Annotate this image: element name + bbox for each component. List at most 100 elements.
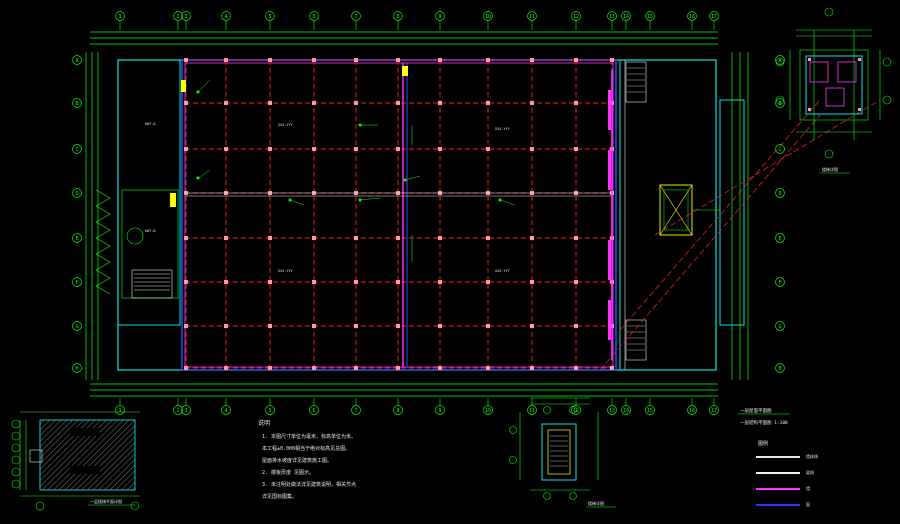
bottom-center-detail-title: 楼梯详图 bbox=[588, 500, 604, 506]
column-marker bbox=[312, 324, 316, 328]
column-axis-label: 13 bbox=[609, 14, 615, 20]
column-axis-label: 7 bbox=[354, 408, 357, 414]
row-axis-label: C bbox=[778, 147, 781, 153]
column-marker bbox=[224, 324, 228, 328]
column-marker bbox=[574, 101, 578, 105]
column-axis-label: 15 bbox=[647, 408, 653, 414]
row-axis-label: A bbox=[778, 58, 781, 64]
column-axis-bubble: 15 bbox=[645, 398, 655, 415]
column-marker bbox=[224, 280, 228, 284]
column-marker bbox=[574, 366, 578, 370]
column-axis-label: 14 bbox=[623, 14, 629, 20]
column-axis-label: 8 bbox=[396, 14, 399, 20]
legend-swatch bbox=[756, 456, 800, 458]
row-axis-label: G bbox=[75, 324, 78, 330]
column-marker bbox=[312, 236, 316, 240]
legend-item: 墙体线 bbox=[756, 449, 852, 465]
left-ramp bbox=[95, 189, 111, 295]
notes-title: 说明 bbox=[258, 420, 271, 427]
leader-lines bbox=[197, 79, 720, 262]
column-axis-label: 17 bbox=[711, 14, 717, 20]
column-axis-label: 11 bbox=[529, 14, 535, 20]
row-axis-bubble: D bbox=[775, 188, 785, 198]
column-marker bbox=[396, 58, 400, 62]
column-axis-bubble: 13 bbox=[607, 11, 617, 30]
row-axis-bubble: B bbox=[72, 98, 82, 108]
row-axis-bubble: E bbox=[775, 233, 785, 243]
note-line: 本工程±0.000相当于绝对标高见总图。 bbox=[262, 446, 351, 452]
column-marker bbox=[268, 101, 272, 105]
column-marker bbox=[268, 324, 272, 328]
section-lines bbox=[599, 99, 881, 371]
row-axis-bubble: F bbox=[72, 277, 82, 287]
column-axis-bubble: 15 bbox=[645, 11, 655, 30]
row-axis-bubble: E bbox=[72, 233, 82, 243]
column-axis-label: 9 bbox=[438, 408, 441, 414]
column-axis-label: 7 bbox=[354, 14, 357, 20]
left-annex bbox=[117, 59, 181, 326]
column-marker bbox=[396, 147, 400, 151]
column-marker bbox=[438, 280, 442, 284]
legend-swatch bbox=[756, 504, 800, 506]
column-marker bbox=[354, 147, 358, 151]
column-axis-bubble: 17 bbox=[709, 398, 719, 415]
column-axis-bubble: 14 bbox=[621, 11, 631, 30]
column-marker bbox=[610, 58, 614, 62]
column-marker bbox=[268, 58, 272, 62]
room-label-group: KWT-A KWT-B XXX-YYY XXX-YYY XXX-YYY XXX-… bbox=[145, 122, 511, 273]
legend-title: 图例 bbox=[758, 441, 769, 447]
column-marker bbox=[354, 324, 358, 328]
legend-item: 墙 bbox=[756, 481, 852, 497]
interior-walls bbox=[185, 60, 626, 370]
row-axis-label: H bbox=[778, 366, 781, 372]
column-marker bbox=[184, 147, 188, 151]
column-axis-bubble: 2 bbox=[173, 398, 183, 415]
row-axis-bubble: C bbox=[72, 144, 82, 154]
column-axis-bubble: 7 bbox=[351, 11, 361, 30]
column-marker bbox=[486, 366, 490, 370]
column-marker bbox=[530, 280, 534, 284]
column-axis-label: 15 bbox=[647, 14, 653, 20]
column-marker bbox=[354, 366, 358, 370]
column-marker bbox=[354, 236, 358, 240]
note-line: 屋面排水坡度详见建筑施工图。 bbox=[262, 458, 333, 464]
column-axis-bubble: 8 bbox=[393, 11, 403, 30]
row-axis-bubble: G bbox=[72, 321, 82, 331]
legend-swatch bbox=[756, 488, 800, 490]
column-marker bbox=[268, 280, 272, 284]
column-axis-label: 6 bbox=[312, 408, 315, 414]
column-axis-label: 16 bbox=[689, 14, 695, 20]
row-axis-label: F bbox=[75, 280, 78, 286]
column-marker bbox=[268, 366, 272, 370]
column-axis-bubble: 12 bbox=[571, 11, 581, 30]
column-axis-label: 17 bbox=[711, 408, 717, 414]
legend-label: 墙体线 bbox=[806, 454, 818, 459]
room-label-right-top: XXX-YYY bbox=[495, 127, 511, 131]
drawing-title-a: 一层屋面平面图 bbox=[740, 408, 772, 414]
room-label-center-bottom: XXX-YYY bbox=[278, 269, 294, 273]
column-axis-bubble: 4 bbox=[221, 398, 231, 415]
right-stair-hatch bbox=[627, 67, 645, 351]
column-marker bbox=[438, 324, 442, 328]
column-axis-label: 10 bbox=[485, 14, 491, 20]
column-marker bbox=[574, 324, 578, 328]
top-right-detail: 楼梯详图 bbox=[775, 7, 892, 174]
row-axis-bubble: D bbox=[72, 188, 82, 198]
column-axis-bubble: 10 bbox=[483, 398, 493, 415]
column-marker bbox=[574, 58, 578, 62]
row-axis-label: G bbox=[778, 324, 781, 330]
row-axis-bubble: F bbox=[775, 277, 785, 287]
legend: 图例 墙体线梁线墙窗 bbox=[756, 440, 852, 513]
column-marker bbox=[224, 101, 228, 105]
column-axis-label: 5 bbox=[268, 14, 271, 20]
row-axis-bubble: H bbox=[72, 363, 82, 373]
column-markers bbox=[184, 58, 614, 370]
column-axis-bubble: 5 bbox=[265, 11, 275, 30]
column-marker bbox=[438, 147, 442, 151]
column-axis-bubble: 17 bbox=[709, 11, 719, 30]
column-marker bbox=[224, 366, 228, 370]
column-marker bbox=[486, 58, 490, 62]
column-axis-bubble: 8 bbox=[393, 398, 403, 415]
